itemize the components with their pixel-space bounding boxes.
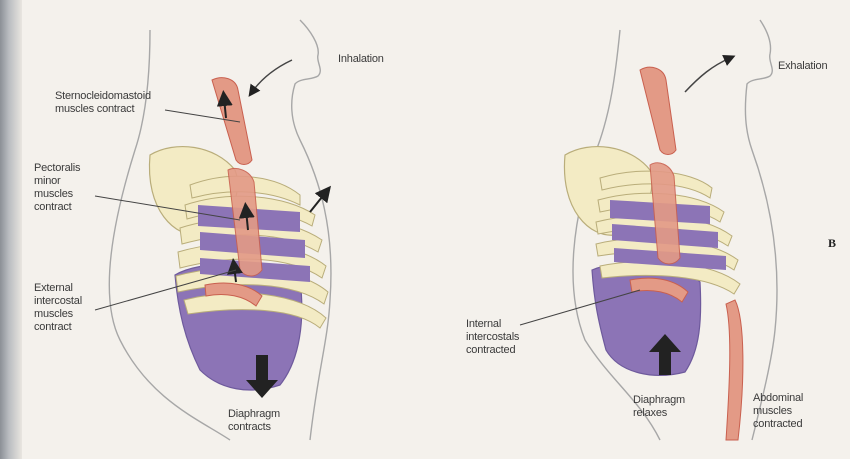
inhalation-label: Inhalation: [338, 53, 384, 66]
up-arrow-icon: [310, 192, 326, 212]
sternocleidomastoid-muscle-right: [640, 67, 676, 154]
airflow-arrow-icon: [685, 58, 730, 92]
exhalation-label: Exhalation: [778, 60, 827, 73]
exhalation-figure: [520, 20, 777, 440]
airflow-arrow-icon: [252, 60, 292, 92]
abdominal-muscle-right: [726, 300, 743, 440]
panel-mark: B: [828, 236, 836, 251]
inhalation-figure: [95, 20, 331, 440]
